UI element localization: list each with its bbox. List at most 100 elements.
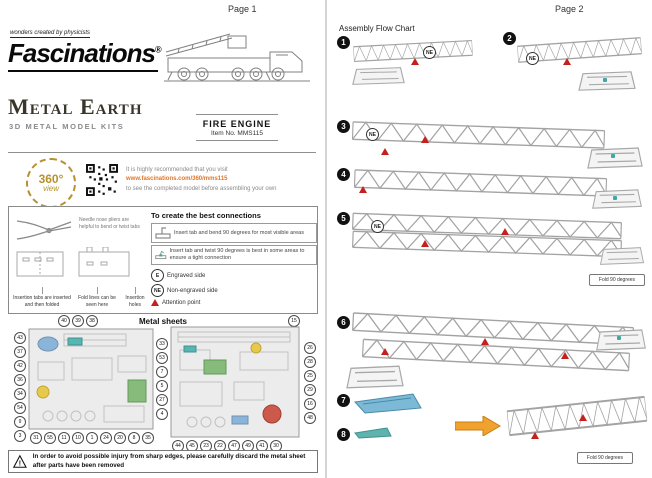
- step-1-attention-arrow: [411, 58, 419, 65]
- part-number: 20: [114, 432, 126, 444]
- part-number: 34: [14, 388, 26, 400]
- step-4-highlight-dot: [613, 196, 617, 200]
- label-insertion-tabs-text: Insertion tabs are inserted and then fol…: [13, 295, 71, 308]
- metal-earth-subtitle: 3D METAL MODEL KITS: [9, 122, 125, 131]
- step-4-platform: [592, 189, 642, 209]
- step-5-platform: [600, 247, 644, 265]
- part-number: 3: [14, 430, 26, 442]
- step-6-attention-arrow: [381, 348, 389, 355]
- connections-title: To create the best connections: [151, 211, 261, 220]
- part-number: 29: [304, 384, 316, 396]
- page-2: Page 2 Assembly Flow Chart 1 NE 2 NE 3 N…: [327, 0, 652, 478]
- step-8-small-part: [354, 427, 392, 439]
- part-number: 47: [228, 440, 240, 452]
- badge-360-top: 360°: [38, 172, 64, 186]
- part-number: 15: [288, 315, 300, 327]
- step-5-number: 5: [337, 212, 350, 225]
- brand-tagline: wonders created by physicists: [10, 30, 91, 38]
- brand-underline: [8, 70, 158, 72]
- legend-non-engraved-text: Non-engraved side: [167, 287, 218, 294]
- tip-twist-box: Insert tab and twist 90 degrees is best …: [151, 245, 317, 265]
- step-3-platform: [587, 147, 643, 169]
- metal-earth-logo: Metal Earth: [8, 94, 143, 119]
- part-number: 48: [304, 412, 316, 424]
- step-8-number: 8: [337, 428, 350, 441]
- part-number: 26: [304, 342, 316, 354]
- step-3-ne-badge: NE: [366, 128, 379, 141]
- legend-engraved: E Engraved side: [151, 269, 311, 282]
- label-insertion-holes-text: Insertion holes: [125, 295, 145, 308]
- warning-icon: !: [13, 454, 27, 468]
- step-4-number: 4: [337, 168, 350, 181]
- fire-engine-illustration: [164, 33, 310, 82]
- step-8-truss: [506, 395, 648, 437]
- fold-note: Fold 90 degrees: [577, 452, 633, 465]
- leader-line: [134, 287, 136, 294]
- part-number: 43: [14, 332, 26, 344]
- part-number: 33: [156, 338, 168, 350]
- leader-line: [96, 287, 98, 294]
- visit-url: www.fascinations.com/360/mms115: [126, 176, 228, 183]
- legend: E Engraved side NE Non-engraved side Att…: [151, 269, 311, 308]
- twist-tab-icon: [155, 250, 167, 260]
- pliers-note: Needle nose pliers are helpful to bend o…: [79, 217, 140, 230]
- step-4-truss: [353, 169, 608, 197]
- badge-360-bottom: view: [42, 184, 59, 193]
- step-6-highlight-dot: [617, 336, 621, 340]
- tip-bend-box: Insert tab and bend 90 degrees for most …: [151, 223, 317, 243]
- connections-box: To create the best connections Needle no…: [8, 206, 318, 314]
- leader-line: [41, 287, 43, 294]
- legend-non-engraved: NE Non-engraved side: [151, 284, 311, 297]
- part-number: 24: [100, 432, 112, 444]
- metal-sheets-title: Metal sheets: [138, 317, 188, 326]
- tab-diagram: [16, 247, 130, 277]
- assembly-flow-chart-title: Assembly Flow Chart: [339, 24, 415, 33]
- product-rule-top: [196, 114, 278, 115]
- visit-line2: to see the completed model before assemb…: [126, 185, 277, 192]
- step-3-number: 3: [337, 120, 350, 133]
- part-number: 36: [14, 374, 26, 386]
- part-number: 27: [156, 394, 168, 406]
- product-name: FIRE ENGINE: [202, 119, 272, 129]
- step-2-attention-arrow: [563, 58, 571, 65]
- assembly-direction-arrow: [455, 416, 501, 436]
- page-number: Page 2: [555, 4, 584, 14]
- step-6-platform-left: [346, 365, 404, 389]
- step-2-highlight-dot: [603, 78, 607, 82]
- step-5-ne-badge: NE: [371, 220, 384, 233]
- step-2-ne-badge: NE: [526, 52, 539, 65]
- pliers-icon: [16, 220, 72, 240]
- step-4-attention-arrow: [359, 186, 367, 193]
- part-number: 1: [86, 432, 98, 444]
- step-2-platform: [578, 71, 636, 91]
- step-5-attention-arrow: [421, 240, 429, 247]
- step-7-number: 7: [337, 394, 350, 407]
- part-number: 9: [14, 416, 26, 428]
- non-engraved-icon: NE: [151, 284, 164, 297]
- legend-attention: Attention point: [151, 299, 311, 306]
- part-number: 7: [156, 366, 168, 378]
- svg-text:!: !: [19, 461, 21, 468]
- step-1-ne-badge: NE: [423, 46, 436, 59]
- part-number: 28: [304, 356, 316, 368]
- step-6-attention-arrow: [481, 338, 489, 345]
- label-insertion-tabs: Insertion tabs are inserted and then fol…: [13, 287, 71, 308]
- legend-attention-text: Attention point: [162, 299, 201, 306]
- part-numbers-right-top: 15: [288, 315, 300, 327]
- registered-mark: ®: [154, 44, 162, 55]
- warning-box: ! In order to avoid possible injury from…: [8, 450, 318, 473]
- step-3-attention-arrow: [381, 148, 389, 155]
- tip-bend-text: Insert tab and bend 90 degrees for most …: [174, 229, 304, 236]
- tip-twist-text: Insert tab and twist 90 degrees is best …: [169, 248, 305, 261]
- qr-code: [86, 164, 118, 196]
- step-6-attention-arrow: [561, 352, 569, 359]
- step-2-number: 2: [503, 32, 516, 45]
- engraved-icon: E: [151, 269, 164, 282]
- step-6-platform-right: [596, 329, 646, 351]
